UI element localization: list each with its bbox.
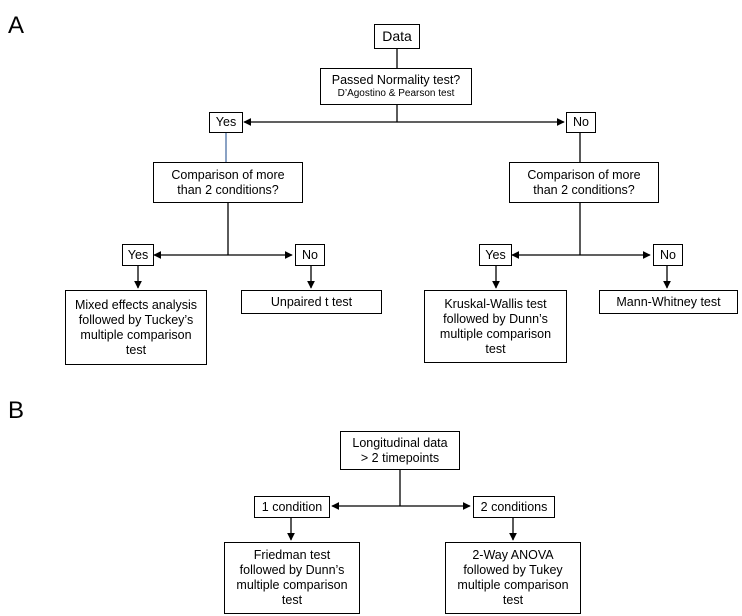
longitudinal-line-1: Longitudinal data	[352, 435, 448, 450]
two-conditions-node: 2 conditions	[473, 496, 555, 518]
normality-test-title: Passed Normality test?	[331, 73, 461, 87]
kruskal-wallis-line-2: followed by Dunn’s	[443, 311, 548, 326]
right-yes-label: Yes	[485, 247, 506, 262]
unpaired-t-test-label: Unpaired t test	[270, 294, 353, 309]
right-comparison-line-2: than 2 conditions?	[533, 182, 635, 197]
left-yes-label: Yes	[127, 247, 149, 262]
mann-whitney-label: Mann-Whitney test	[616, 294, 721, 309]
friedman-line-4: test	[281, 593, 303, 607]
longitudinal-data-node: Longitudinal data > 2 timepoints	[340, 431, 460, 470]
panel-b-label: B	[8, 397, 25, 424]
yes-normal-label: Yes	[215, 115, 237, 129]
kruskal-wallis-line-1: Kruskal-Wallis test	[444, 296, 547, 311]
anova-line-4: test	[502, 593, 524, 607]
right-comparison-node: Comparison of more than 2 conditions?	[509, 162, 659, 203]
left-comparison-line-2: than 2 conditions?	[177, 182, 279, 197]
normality-test-subtitle: D’Agostino & Pearson test	[337, 88, 455, 99]
left-comparison-line-1: Comparison of more	[171, 167, 285, 182]
friedman-line-1: Friedman test	[253, 548, 331, 562]
right-yes-node: Yes	[479, 244, 512, 266]
longitudinal-line-2: > 2 timepoints	[360, 450, 440, 465]
friedman-result: Friedman test followed by Dunn’s multipl…	[224, 542, 360, 614]
left-yes-node: Yes	[122, 244, 154, 266]
no-normal-label: No	[573, 115, 589, 129]
mixed-effects-line-3: multiple comparison	[80, 327, 192, 342]
one-condition-node: 1 condition	[254, 496, 330, 518]
normality-test-node: Passed Normality test? D’Agostino & Pear…	[320, 68, 472, 105]
left-no-node: No	[295, 244, 325, 266]
kruskal-wallis-line-3: multiple comparison	[439, 326, 552, 341]
mixed-effects-result: Mixed effects analysis followed by Tucke…	[65, 290, 207, 365]
anova-result: 2-Way ANOVA followed by Tukey multiple c…	[445, 542, 581, 614]
anova-line-3: multiple comparison	[457, 578, 569, 592]
data-node: Data	[374, 24, 420, 49]
left-no-label: No	[302, 247, 318, 262]
right-comparison-line-1: Comparison of more	[527, 167, 641, 182]
yes-normal-node: Yes	[209, 112, 243, 133]
kruskal-wallis-line-4: test	[485, 341, 506, 356]
mixed-effects-line-2: followed by Tuckey’s	[78, 312, 194, 327]
unpaired-t-test-result: Unpaired t test	[241, 290, 382, 314]
mann-whitney-result: Mann-Whitney test	[599, 290, 738, 314]
panel-a-label: A	[8, 12, 25, 39]
one-condition-label: 1 condition	[261, 499, 323, 514]
kruskal-wallis-result: Kruskal-Wallis test followed by Dunn’s m…	[424, 290, 567, 363]
right-no-label: No	[660, 247, 676, 262]
left-comparison-node: Comparison of more than 2 conditions?	[153, 162, 303, 203]
friedman-line-2: followed by Dunn’s	[239, 563, 345, 577]
mixed-effects-line-1: Mixed effects analysis	[74, 297, 198, 312]
data-node-label: Data	[382, 28, 412, 44]
right-no-node: No	[653, 244, 683, 266]
anova-line-1: 2-Way ANOVA	[472, 548, 554, 562]
no-normal-node: No	[566, 112, 596, 133]
anova-line-2: followed by Tukey	[463, 563, 563, 577]
friedman-line-3: multiple comparison	[236, 578, 348, 592]
two-conditions-label: 2 conditions	[480, 499, 548, 514]
mixed-effects-line-4: test	[125, 342, 147, 357]
